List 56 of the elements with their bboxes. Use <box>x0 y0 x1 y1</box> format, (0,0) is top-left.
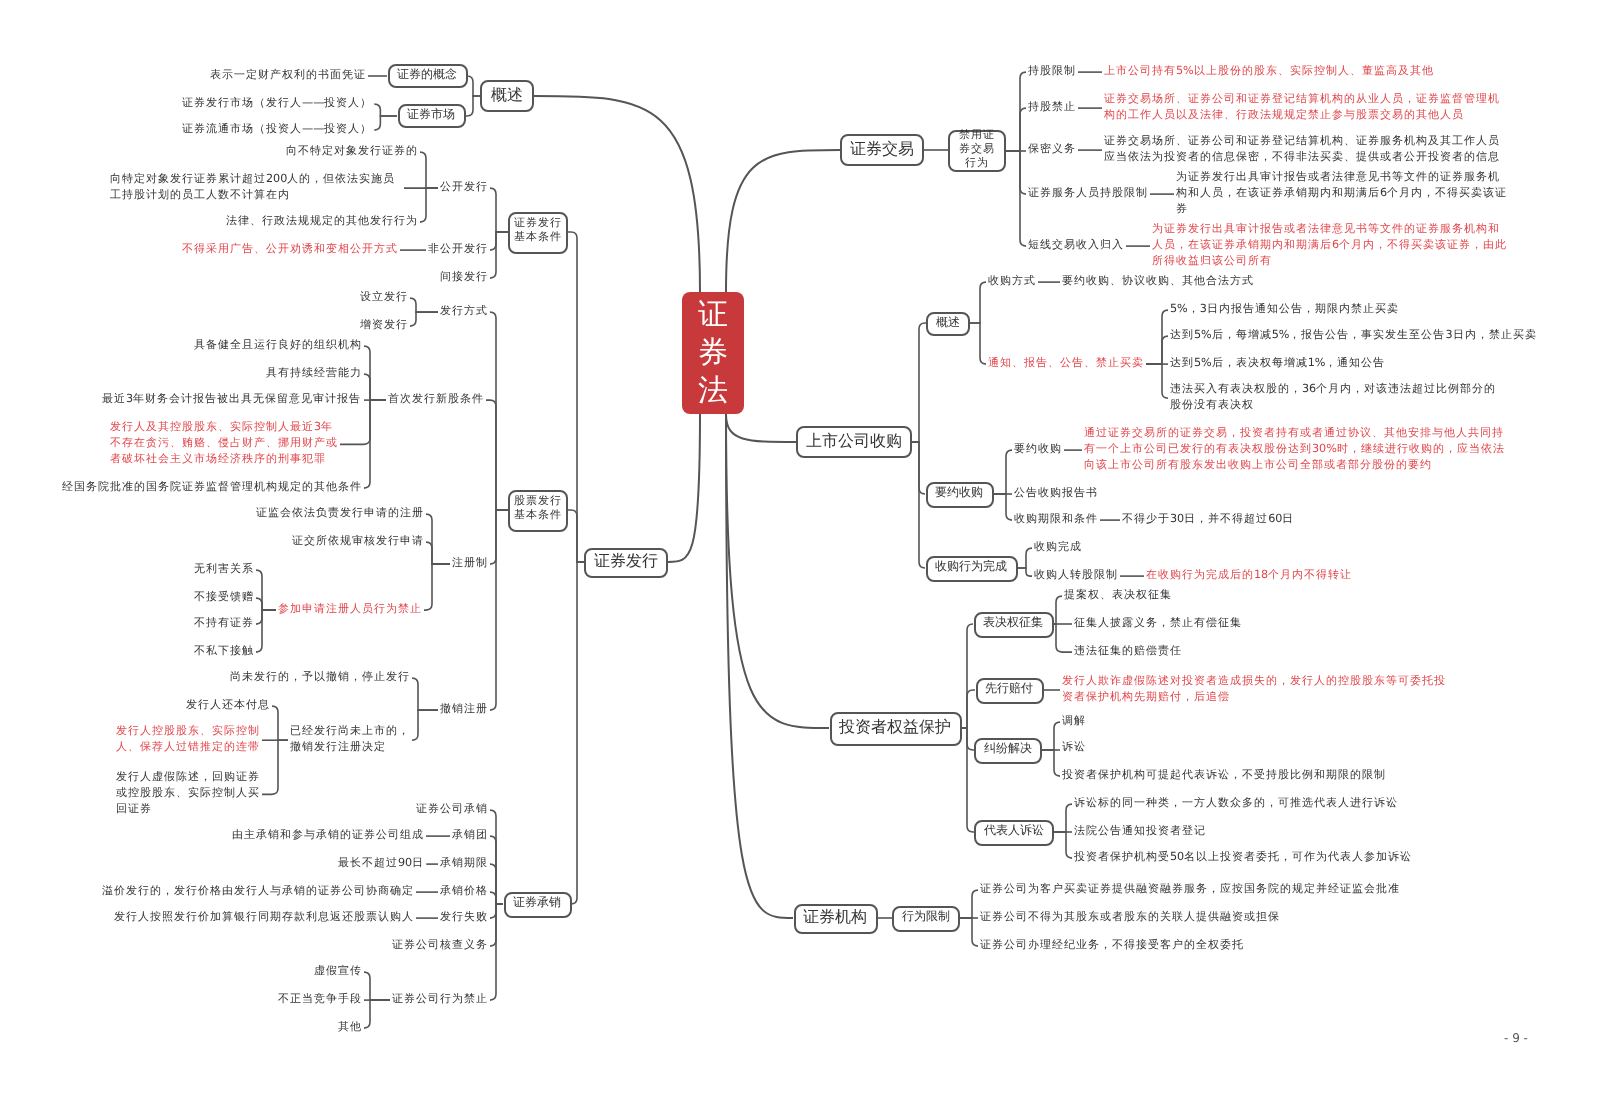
connector-line <box>363 999 391 1029</box>
connector-line <box>419 187 439 223</box>
connector-line <box>1042 689 1061 691</box>
connector-line <box>489 903 504 1001</box>
connector-line <box>464 95 481 117</box>
topic-box: 证券机构 <box>793 903 877 933</box>
topic-box: 投资者权益保护 <box>829 711 961 745</box>
connector-line <box>1052 623 1073 653</box>
connector-line <box>1099 519 1121 521</box>
connector-line <box>1052 623 1073 625</box>
connector-line <box>1077 149 1103 151</box>
topic-box: 证券交易 <box>840 134 924 166</box>
title-box: 证券法 <box>682 292 744 414</box>
connector-line <box>667 413 701 563</box>
connector-line <box>1125 245 1151 247</box>
connector-line <box>911 441 926 569</box>
connector-line <box>1053 831 1073 859</box>
connector-line <box>425 863 439 865</box>
connector-line <box>1052 595 1063 625</box>
connector-line <box>533 95 701 293</box>
connector-line <box>261 739 289 796</box>
connector-line <box>725 413 794 919</box>
connector-line <box>363 399 387 489</box>
connector-line <box>1041 749 1061 777</box>
connector-line <box>489 231 509 279</box>
connector-line <box>415 891 439 893</box>
connector-line <box>959 917 979 947</box>
connector-line <box>489 509 509 711</box>
connector-line <box>1119 575 1145 577</box>
connector-line <box>1077 107 1103 109</box>
connector-line <box>399 249 427 251</box>
connector-line <box>423 563 451 611</box>
connector-line <box>960 727 975 833</box>
connector-line <box>570 561 585 905</box>
connector-line <box>1037 281 1061 283</box>
connector-line <box>1149 193 1175 195</box>
topic-box: 上市公司收购 <box>796 426 912 458</box>
topic-box: 证券发行 <box>584 547 668 577</box>
topic-box: 概述 <box>480 80 534 112</box>
connector-line <box>411 709 439 741</box>
connector-line <box>425 835 451 837</box>
connector-line <box>1063 449 1083 451</box>
connector-line <box>969 322 987 365</box>
connector-line <box>992 493 1013 521</box>
connector-line <box>923 149 949 151</box>
connector-line <box>367 75 388 77</box>
connector-line <box>876 917 893 919</box>
connector-line <box>725 149 841 293</box>
connector-line <box>960 689 976 729</box>
connector-line <box>1077 71 1103 73</box>
connector-line <box>1145 363 1169 400</box>
connector-line <box>409 311 439 327</box>
connector-line <box>373 115 398 131</box>
connector-line <box>255 609 277 653</box>
connector-line <box>1016 567 1033 577</box>
connector-line <box>415 917 439 919</box>
